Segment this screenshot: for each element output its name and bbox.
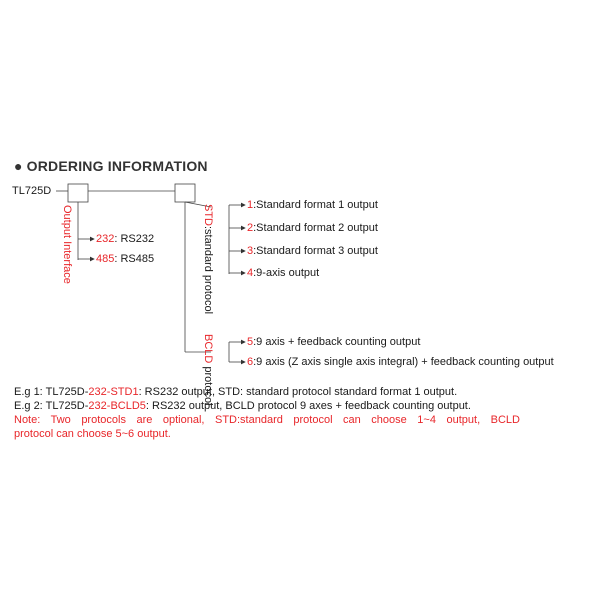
std-protocol-label: STD:standard protocol [202,204,214,315]
option-485: 485: RS485 [96,253,155,265]
std-option-1: 1:Standard format 1 output [247,199,378,211]
std-option-4: 4:9-axis output [247,267,320,279]
model-label: TL725D [12,185,52,197]
option-232: 232: RS232 [96,233,155,245]
bullet-icon: ● [14,158,23,174]
output-interface-label: Output Interface [61,205,73,284]
interface-box [67,183,89,203]
bcld-option-6: 6:9 axis (Z axis single axis integral) +… [247,356,554,368]
example-1: E.g 1: TL725D-232-STD1: RS232 output, ST… [14,386,458,398]
bcld-protocol-label: BCLD protocol [202,334,214,406]
note-line-2: protocol can choose 5~6 output. [14,428,171,440]
example-2: E.g 2: TL725D-232-BCLD5: RS232 output, B… [14,400,471,412]
std-branch-connector [184,201,212,208]
protocol-box [174,183,196,203]
std-option-2: 2:Standard format 2 output [247,222,378,234]
bcld-option-5: 5:9 axis + feedback counting output [247,336,421,348]
std-option-3: 3:Standard format 3 output [247,245,378,257]
section-heading: ●ORDERING INFORMATION [14,158,208,174]
heading-title: ORDERING INFORMATION [26,158,208,174]
note-line-1: Note: Two protocols are optional, STD:st… [14,414,520,426]
